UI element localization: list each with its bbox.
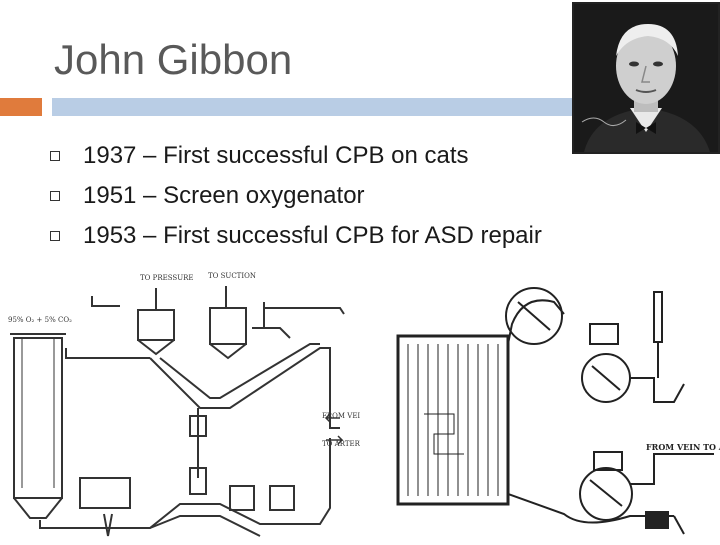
bullet-text: 1953 – First successful CPB for ASD repa… [83,222,542,249]
bullet-item: 1937 – First successful CPB on cats [50,136,542,176]
label-to-pressure: TO PRESSURE [140,274,193,282]
bullet-text: 1951 – Screen oxygenator [83,182,365,209]
label-from-vein-to-artery: FROM VEIN TO ARTERY [646,442,720,452]
gibbon-apparatus-schematic: TO PRESSURE TO SUCTION 95% O₂ + 5% CO₂ F… [0,268,366,540]
bullet-list: 1937 – First successful CPB on cats 1951… [50,136,542,256]
bullet-item: 1953 – First successful CPB for ASD repa… [50,216,542,256]
accent-bar-orange [0,98,42,116]
square-bullet-icon [50,231,60,241]
bullet-text: 1937 – First successful CPB on cats [83,142,469,169]
label-gas: 95% O₂ + 5% CO₂ [8,316,72,324]
label-from-vein: FROM VEIN [322,412,360,420]
label-to-suction: TO SUCTION [208,272,256,280]
accent-bar-blue [52,98,720,116]
square-bullet-icon [50,191,60,201]
slide-title: John Gibbon [54,36,293,83]
screen-oxygenator-drawing: FROM VEIN TO ARTERY [384,284,720,540]
square-bullet-icon [50,151,60,161]
label-to-artery: TO ARTERY [322,440,360,448]
portrait-photo [572,2,720,154]
bullet-item: 1951 – Screen oxygenator [50,176,542,216]
